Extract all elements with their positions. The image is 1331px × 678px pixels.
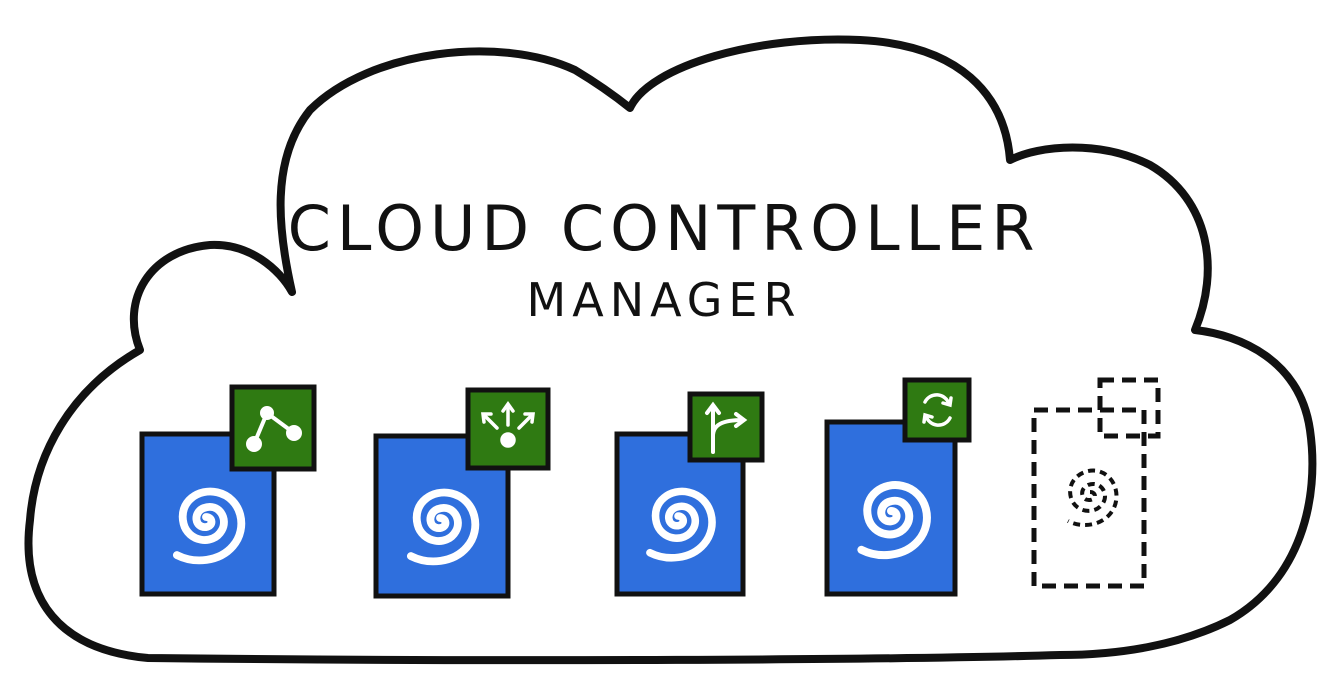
component-node: [139, 384, 317, 597]
badge: [465, 387, 551, 471]
badge: [229, 384, 317, 472]
dashed-square-icon: [1097, 377, 1161, 439]
title-line-2: MANAGER: [527, 273, 802, 327]
refresh-cycle-icon: [922, 393, 953, 427]
title-line-1: CLOUD CONTROLLER: [288, 192, 1041, 265]
dashed-page-card: [1031, 407, 1147, 589]
dashed-swirl-icon: [1067, 468, 1119, 528]
badge: [687, 391, 765, 463]
node-link-icon: [246, 406, 302, 452]
route-fork-icon: [705, 401, 748, 454]
cloud-outline: [24, 35, 1317, 665]
component-placeholder: [1031, 377, 1161, 589]
load-balancer-arrows-icon: [481, 400, 535, 448]
component-route: [614, 391, 765, 597]
component-service: [373, 387, 551, 599]
component-volume: [824, 377, 972, 597]
badge: [902, 377, 972, 443]
